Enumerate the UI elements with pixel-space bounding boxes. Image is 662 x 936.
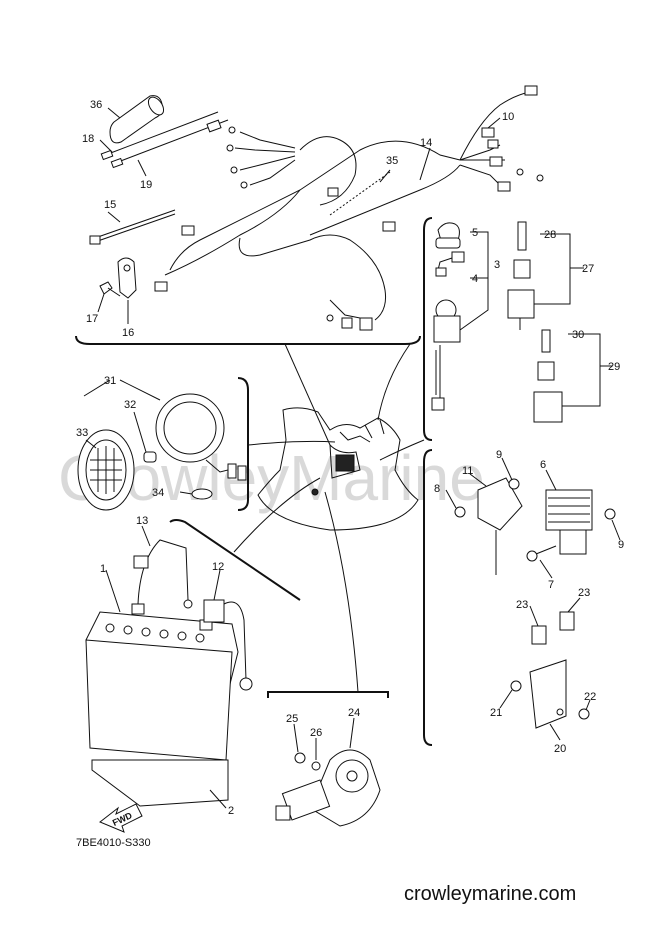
callout-8: 8	[434, 483, 440, 495]
part-12-battery-cable	[203, 599, 253, 691]
callout-17: 17	[86, 313, 98, 325]
callout-11: 11	[462, 465, 473, 477]
part-20-plate	[529, 659, 567, 729]
part-27-switch	[507, 221, 535, 330]
callout-19: 19	[140, 179, 152, 191]
callout-16: 16	[122, 327, 134, 339]
callout-13: 13	[136, 515, 148, 527]
diagram-code: 7BE4010-S330	[76, 837, 151, 849]
callout-3: 3	[494, 259, 500, 271]
part-4-key	[435, 251, 465, 277]
part-11-regulator	[477, 477, 523, 575]
part-25-bolt	[294, 752, 306, 764]
callout-36: 36	[90, 99, 102, 111]
callout-labels: 36 18 19 15 16 17 14 35 10 5 3 4 28 27 3…	[76, 99, 624, 817]
part-24-motor	[275, 749, 381, 827]
callout-leaders	[83, 107, 621, 809]
callout-33: 33	[76, 427, 88, 439]
part-2-battery-pad	[91, 759, 229, 807]
callout-34: 34	[152, 487, 164, 499]
callout-31: 31	[104, 375, 116, 387]
part-26-washer	[311, 761, 321, 771]
callout-10: 10	[502, 111, 514, 123]
callout-23-right: 23	[578, 587, 590, 599]
callout-1: 1	[100, 563, 106, 575]
callout-30: 30	[572, 329, 584, 341]
part-5-knob	[435, 222, 461, 249]
callout-26: 26	[310, 727, 322, 739]
site-url[interactable]: crowleymarine.com	[404, 883, 576, 905]
callout-29: 29	[608, 361, 620, 373]
part-36-tube	[109, 95, 165, 144]
part-34-grommet	[191, 488, 213, 500]
part-15-tie-strap	[89, 209, 176, 245]
part-21-bolt	[510, 680, 522, 692]
callout-4: 4	[472, 273, 478, 285]
part-33-lens	[77, 429, 135, 511]
callout-28: 28	[544, 229, 556, 241]
callout-18: 18	[82, 133, 94, 145]
callout-7: 7	[548, 579, 554, 591]
callout-25: 25	[286, 713, 298, 725]
part-22-nut	[578, 708, 590, 720]
part-23-relay	[531, 611, 575, 645]
part-6-rectifier	[545, 489, 593, 555]
machine-regulator-mark	[335, 454, 355, 472]
callout-9-lower: 9	[618, 539, 624, 551]
part-29-switch	[533, 329, 563, 423]
part-17-bolt	[99, 281, 121, 297]
callout-12: 12	[212, 561, 224, 573]
part-32-bulb	[143, 451, 157, 463]
callout-5: 5	[472, 227, 478, 239]
part-3-main-switch	[431, 299, 461, 411]
callout-27: 27	[582, 263, 594, 275]
part-31-headlight	[155, 393, 247, 481]
group-brackets	[75, 217, 433, 746]
part-8-screw	[454, 506, 466, 518]
callout-35: 35	[386, 155, 398, 167]
callout-24: 24	[348, 707, 360, 719]
part-1-battery	[85, 603, 239, 761]
callout-6: 6	[540, 459, 546, 471]
callout-14: 14	[420, 137, 432, 149]
callout-22: 22	[584, 691, 596, 703]
callout-2: 2	[228, 805, 234, 817]
fwd-arrow: FWD	[99, 803, 143, 833]
part-7-bolt	[526, 545, 557, 562]
callout-9-upper: 9	[496, 449, 502, 461]
part-14-wire-harness	[154, 85, 544, 331]
callout-15: 15	[104, 199, 116, 211]
callout-32: 32	[124, 399, 136, 411]
part-9-screw	[508, 478, 616, 520]
callout-20: 20	[554, 743, 566, 755]
callout-23-left: 23	[516, 599, 528, 611]
part-35-spiral-tube	[329, 171, 391, 216]
machine-outline	[257, 407, 419, 531]
part-16-clamp	[117, 257, 137, 299]
part-13-battery-cable	[133, 539, 193, 609]
callout-21: 21	[490, 707, 502, 719]
